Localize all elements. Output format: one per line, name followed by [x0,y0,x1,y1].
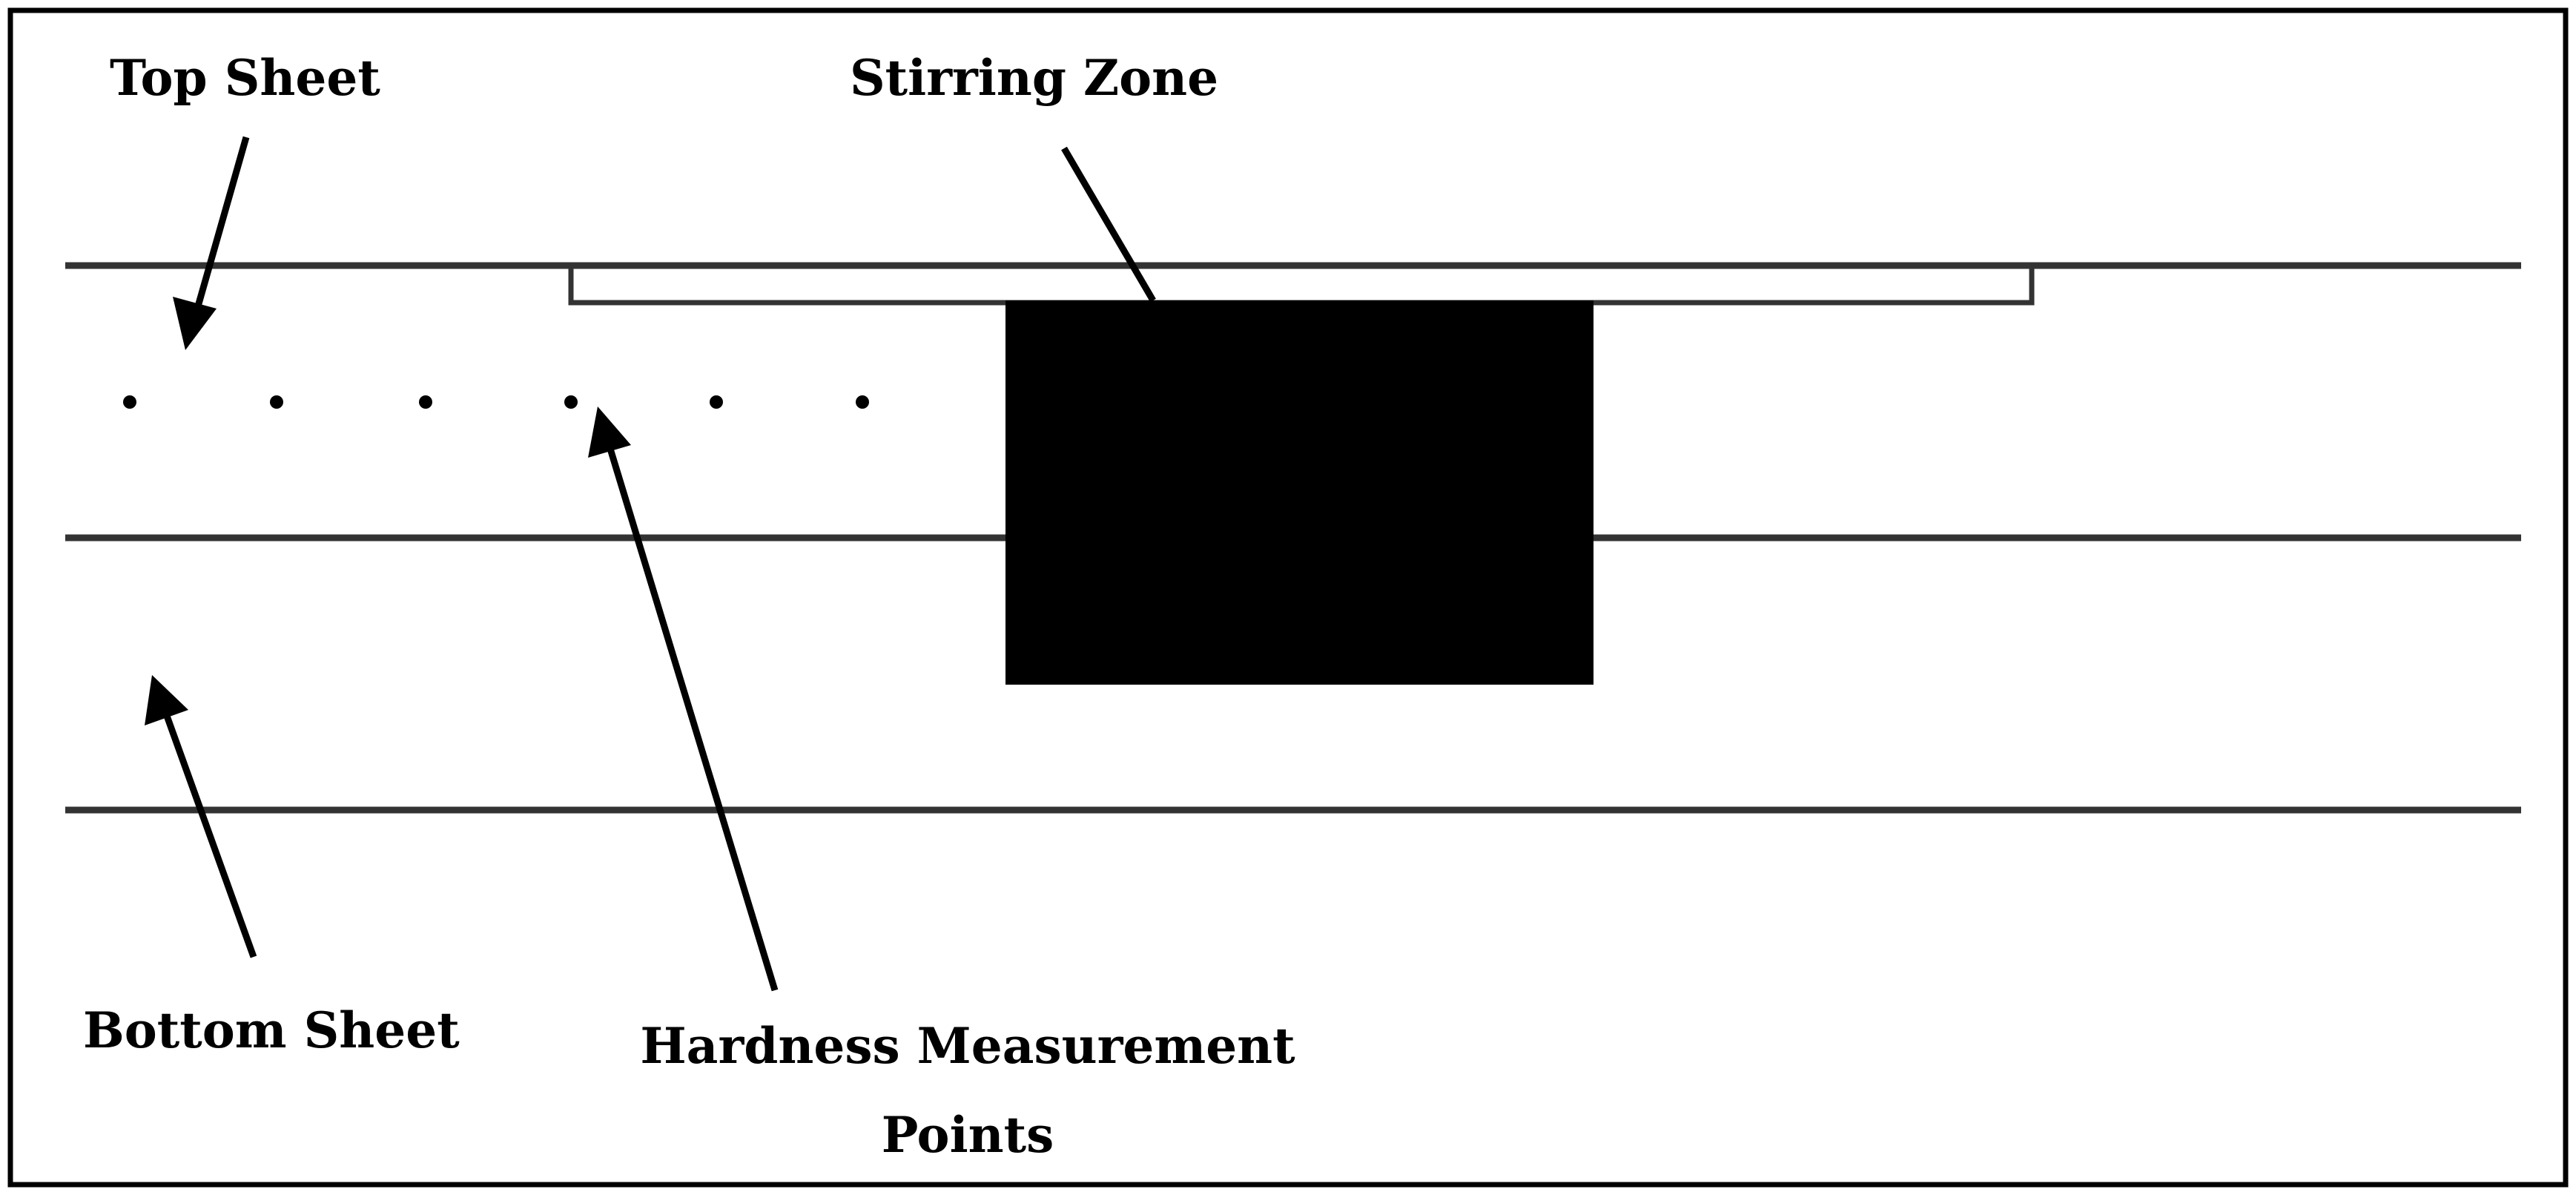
measurement-point [710,395,723,409]
stirring-zone-block [1005,300,1594,685]
bottom-sheet-label: Bottom Sheet [83,1001,460,1059]
stirring-zone-leader-line [1061,146,1156,303]
tool-shoulder-outline [568,266,2035,306]
measurement-point [564,395,578,409]
diagram-frame [7,7,2569,1188]
top-sheet-label: Top Sheet [110,49,380,107]
measurement-point [419,395,432,409]
hardness-measurement-label-line1: Hardness Measurement [640,1017,1295,1075]
hardness-measurement-label-line2: Points [882,1106,1054,1164]
measurement-point [856,395,869,409]
stirring-zone-label: Stirring Zone [850,49,1218,107]
measurement-point [270,395,283,409]
measurement-point [123,395,136,409]
hardness-points-arrow [588,406,779,992]
bottom-sheet-arrow [145,675,257,958]
hardness-measurement-points [123,395,869,409]
top-sheet-arrow [173,136,250,350]
